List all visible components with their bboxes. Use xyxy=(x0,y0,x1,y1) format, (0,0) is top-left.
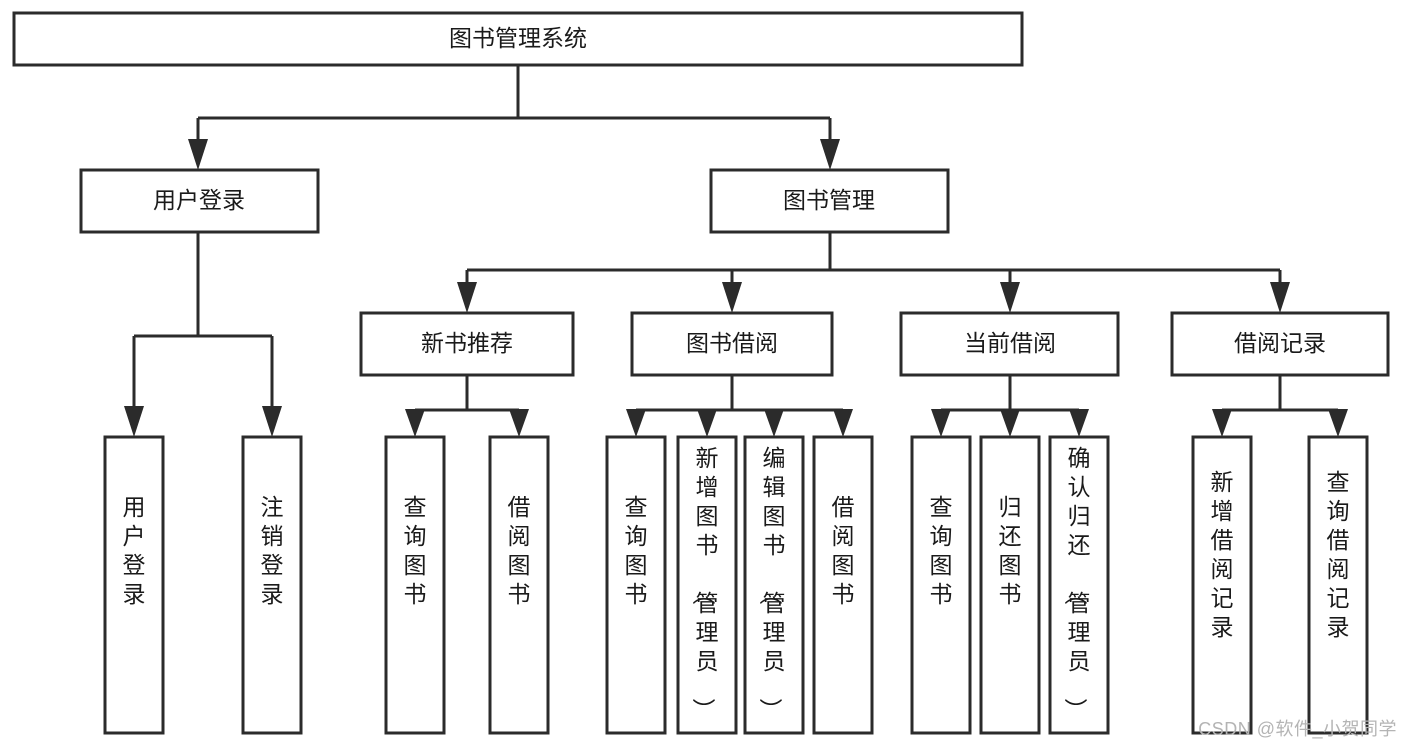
node-leaf-return-book-label: 归还图书 xyxy=(999,494,1022,607)
node-leaf-edit-book[interactable]: 编辑图书（管理员） xyxy=(743,435,805,735)
arrow-head-leaf-query-record xyxy=(1328,409,1348,437)
node-leaf-user-login[interactable]: 用户登录 xyxy=(103,435,165,735)
arrow-head-leaf-query-book-1 xyxy=(405,409,425,437)
node-leaf-borrow-book-1[interactable]: 借阅图书 xyxy=(488,435,550,735)
node-leaf-query-book-2[interactable]: 查询图书 xyxy=(605,435,667,735)
connector-group-current-borrow xyxy=(931,375,1089,437)
connector-group-book-borrow xyxy=(626,375,853,437)
arrow-head-leaf-borrow-book-1 xyxy=(509,409,529,437)
node-leaf-query-record-label: 查询借阅记录 xyxy=(1327,469,1350,640)
arrow-head-leaf-add-record xyxy=(1212,409,1232,437)
node-leaf-query-book-1-box[interactable] xyxy=(384,435,446,735)
node-leaf-query-record-box[interactable] xyxy=(1307,435,1369,735)
node-leaf-borrow-book-2-label: 借阅图书 xyxy=(832,494,855,607)
node-leaf-edit-book-label: 编辑图书（管理员） xyxy=(758,445,786,721)
node-book-management[interactable]: 图书管理 xyxy=(709,168,950,234)
node-book-borrow[interactable]: 图书借阅 xyxy=(630,311,834,377)
node-new-book-recommend[interactable]: 新书推荐 xyxy=(359,311,575,377)
arrow-head-bookmgmt xyxy=(820,139,840,170)
node-leaf-add-record[interactable]: 新增借阅记录 xyxy=(1191,435,1253,735)
arrow-head-userlogin xyxy=(188,139,208,170)
node-book-borrow-box[interactable] xyxy=(630,311,834,377)
node-leaf-user-login-box[interactable] xyxy=(103,435,165,735)
arrow-head-borrow-record xyxy=(1270,282,1290,313)
node-leaf-return-book-box[interactable] xyxy=(979,435,1041,735)
node-borrow-record-label: 借阅记录 xyxy=(1234,330,1326,356)
node-borrow-record[interactable]: 借阅记录 xyxy=(1170,311,1390,377)
node-current-borrow[interactable]: 当前借阅 xyxy=(899,311,1120,377)
arrow-head-leaf-query-book-2 xyxy=(626,409,646,437)
node-book-borrow-label: 图书借阅 xyxy=(686,330,778,356)
node-leaf-add-book[interactable]: 新增图书（管理员） xyxy=(676,435,738,735)
node-leaf-borrow-book-1-box[interactable] xyxy=(488,435,550,735)
node-leaf-query-book-2-box[interactable] xyxy=(605,435,667,735)
node-leaf-add-book-box[interactable] xyxy=(676,435,738,735)
arrow-head-leaf-edit-book xyxy=(764,409,784,437)
connector-group-root xyxy=(188,65,840,170)
node-current-borrow-label: 当前借阅 xyxy=(964,330,1056,356)
node-user-login-box[interactable] xyxy=(79,168,320,234)
node-leaf-user-login-label: 用户登录 xyxy=(123,494,146,607)
node-leaf-add-record-label: 新增借阅记录 xyxy=(1211,469,1234,640)
arrow-head-new-book-recommend xyxy=(457,282,477,313)
node-book-management-label: 图书管理 xyxy=(783,187,875,213)
node-root[interactable]: 图书管理系统 xyxy=(12,11,1024,67)
arrow-head-current-borrow xyxy=(1000,282,1020,313)
node-leaf-query-book-3-box[interactable] xyxy=(910,435,972,735)
node-leaf-query-record[interactable]: 查询借阅记录 xyxy=(1307,435,1369,735)
node-current-borrow-box[interactable] xyxy=(899,311,1120,377)
node-borrow-record-box[interactable] xyxy=(1170,311,1390,377)
node-leaf-user-logout[interactable]: 注销登录 xyxy=(241,435,303,735)
node-book-management-box[interactable] xyxy=(709,168,950,234)
connector-group-new-book-recommend xyxy=(405,375,529,437)
connector-group-book-management xyxy=(457,232,1290,313)
node-leaf-borrow-book-2[interactable]: 借阅图书 xyxy=(812,435,874,735)
arrow-head-leaf-borrow-book-2 xyxy=(833,409,853,437)
arrow-head-leaf-add-book xyxy=(697,409,717,437)
node-leaf-return-book[interactable]: 归还图书 xyxy=(979,435,1041,735)
csdn-watermark: CSDN @软件_小贺同学 xyxy=(1198,719,1397,739)
node-leaf-query-book-1-label: 查询图书 xyxy=(404,494,427,607)
node-leaf-edit-book-box[interactable] xyxy=(743,435,805,735)
node-leaf-confirm-return-label: 确认归还（管理员） xyxy=(1063,445,1091,721)
node-new-book-recommend-box[interactable] xyxy=(359,311,575,377)
node-user-login-label: 用户登录 xyxy=(153,187,245,213)
node-root-label: 图书管理系统 xyxy=(449,25,587,51)
node-user-login[interactable]: 用户登录 xyxy=(79,168,320,234)
arrow-head-leaf-user-logout xyxy=(262,406,282,437)
connector-group-borrow-record xyxy=(1212,375,1348,437)
node-leaf-user-logout-box[interactable] xyxy=(241,435,303,735)
arrow-head-leaf-return-book xyxy=(1000,409,1020,437)
connector-group-user-login xyxy=(124,232,282,437)
arrow-head-book-borrow xyxy=(722,282,742,313)
node-leaf-query-book-3[interactable]: 查询图书 xyxy=(910,435,972,735)
arrow-head-leaf-query-book-3 xyxy=(931,409,951,437)
node-leaf-borrow-book-2-box[interactable] xyxy=(812,435,874,735)
arrow-head-leaf-user-login xyxy=(124,406,144,437)
arrow-head-leaf-confirm-return xyxy=(1069,409,1089,437)
node-leaf-confirm-return[interactable]: 确认归还（管理员） xyxy=(1048,435,1110,735)
node-new-book-recommend-label: 新书推荐 xyxy=(421,330,513,356)
node-leaf-add-record-box[interactable] xyxy=(1191,435,1253,735)
node-leaf-query-book-3-label: 查询图书 xyxy=(930,494,953,607)
node-root-box[interactable] xyxy=(12,11,1024,67)
node-leaf-user-logout-label: 注销登录 xyxy=(261,494,284,607)
node-leaf-add-book-label: 新增图书（管理员） xyxy=(691,445,719,721)
node-leaf-query-book-2-label: 查询图书 xyxy=(625,494,648,607)
node-leaf-confirm-return-box[interactable] xyxy=(1048,435,1110,735)
node-leaf-borrow-book-1-label: 借阅图书 xyxy=(508,494,531,607)
node-leaf-query-book-1[interactable]: 查询图书 xyxy=(384,435,446,735)
